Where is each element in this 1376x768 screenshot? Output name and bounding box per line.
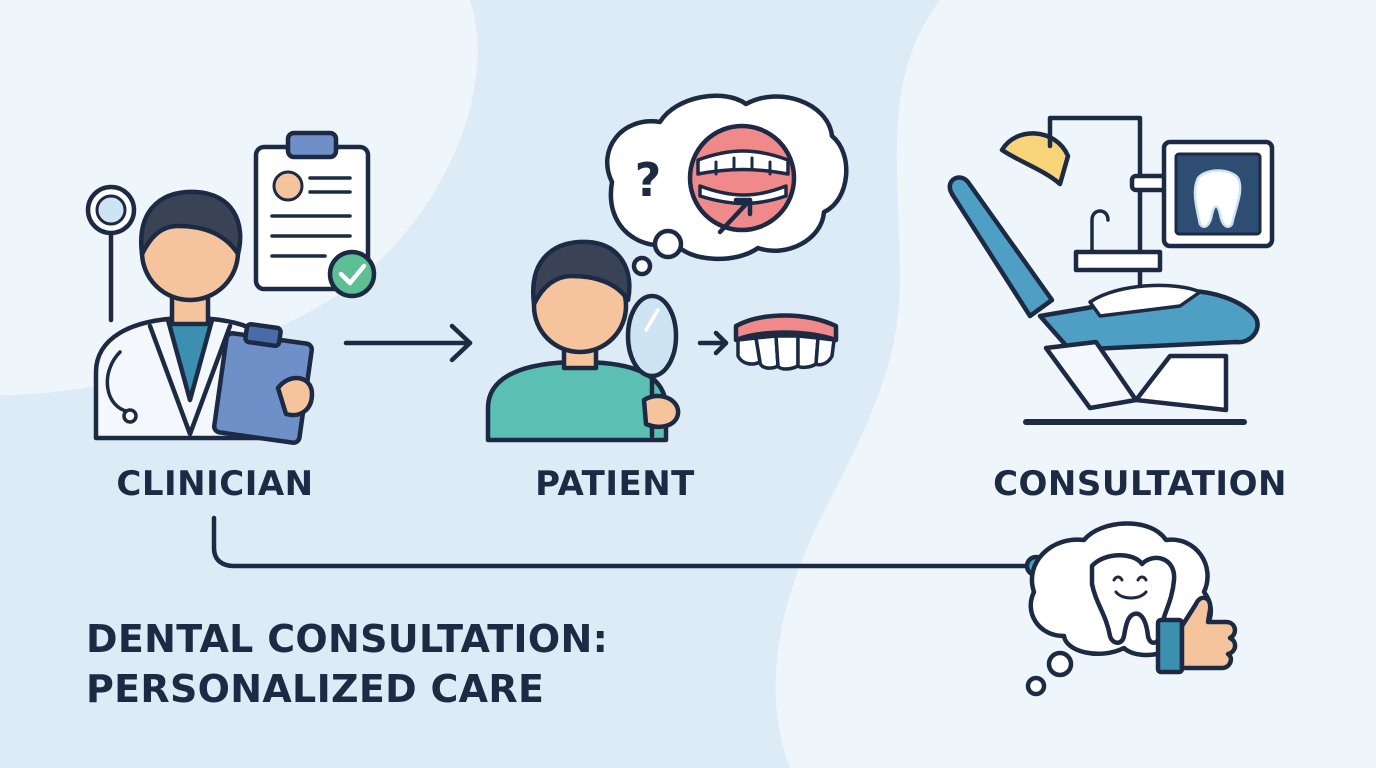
clinician-label: CLINICIAN [116, 464, 314, 504]
checked-chart-icon [253, 130, 377, 299]
thought-bubble-teeth-icon [605, 93, 849, 277]
question-mark-icon: ? [635, 153, 662, 207]
consultation-label: CONSULTATION [993, 464, 1287, 504]
dental-chair-icon [947, 115, 1260, 425]
connector-line-icon [211, 515, 1037, 569]
background-blob-left [0, 0, 478, 395]
main-title-line-1: DENTAL CONSULTATION: [86, 617, 609, 661]
clinician-figure-icon [93, 189, 315, 445]
thumbs-up-icon [1155, 595, 1238, 675]
main-title: DENTAL CONSULTATION: PERSONALIZED CARE [86, 614, 608, 714]
dental-mirror-icon [85, 184, 137, 323]
patient-label: PATIENT [535, 464, 695, 504]
arrow-mirror-to-teeth-icon [697, 330, 729, 356]
main-title-line-2: PERSONALIZED CARE [86, 667, 545, 711]
teeth-icon [733, 313, 839, 371]
patient-figure-icon [485, 239, 669, 443]
arrow-clinician-to-patient-icon [343, 323, 473, 363]
hand-mirror-icon [625, 293, 681, 439]
xray-monitor-icon [1161, 139, 1275, 249]
